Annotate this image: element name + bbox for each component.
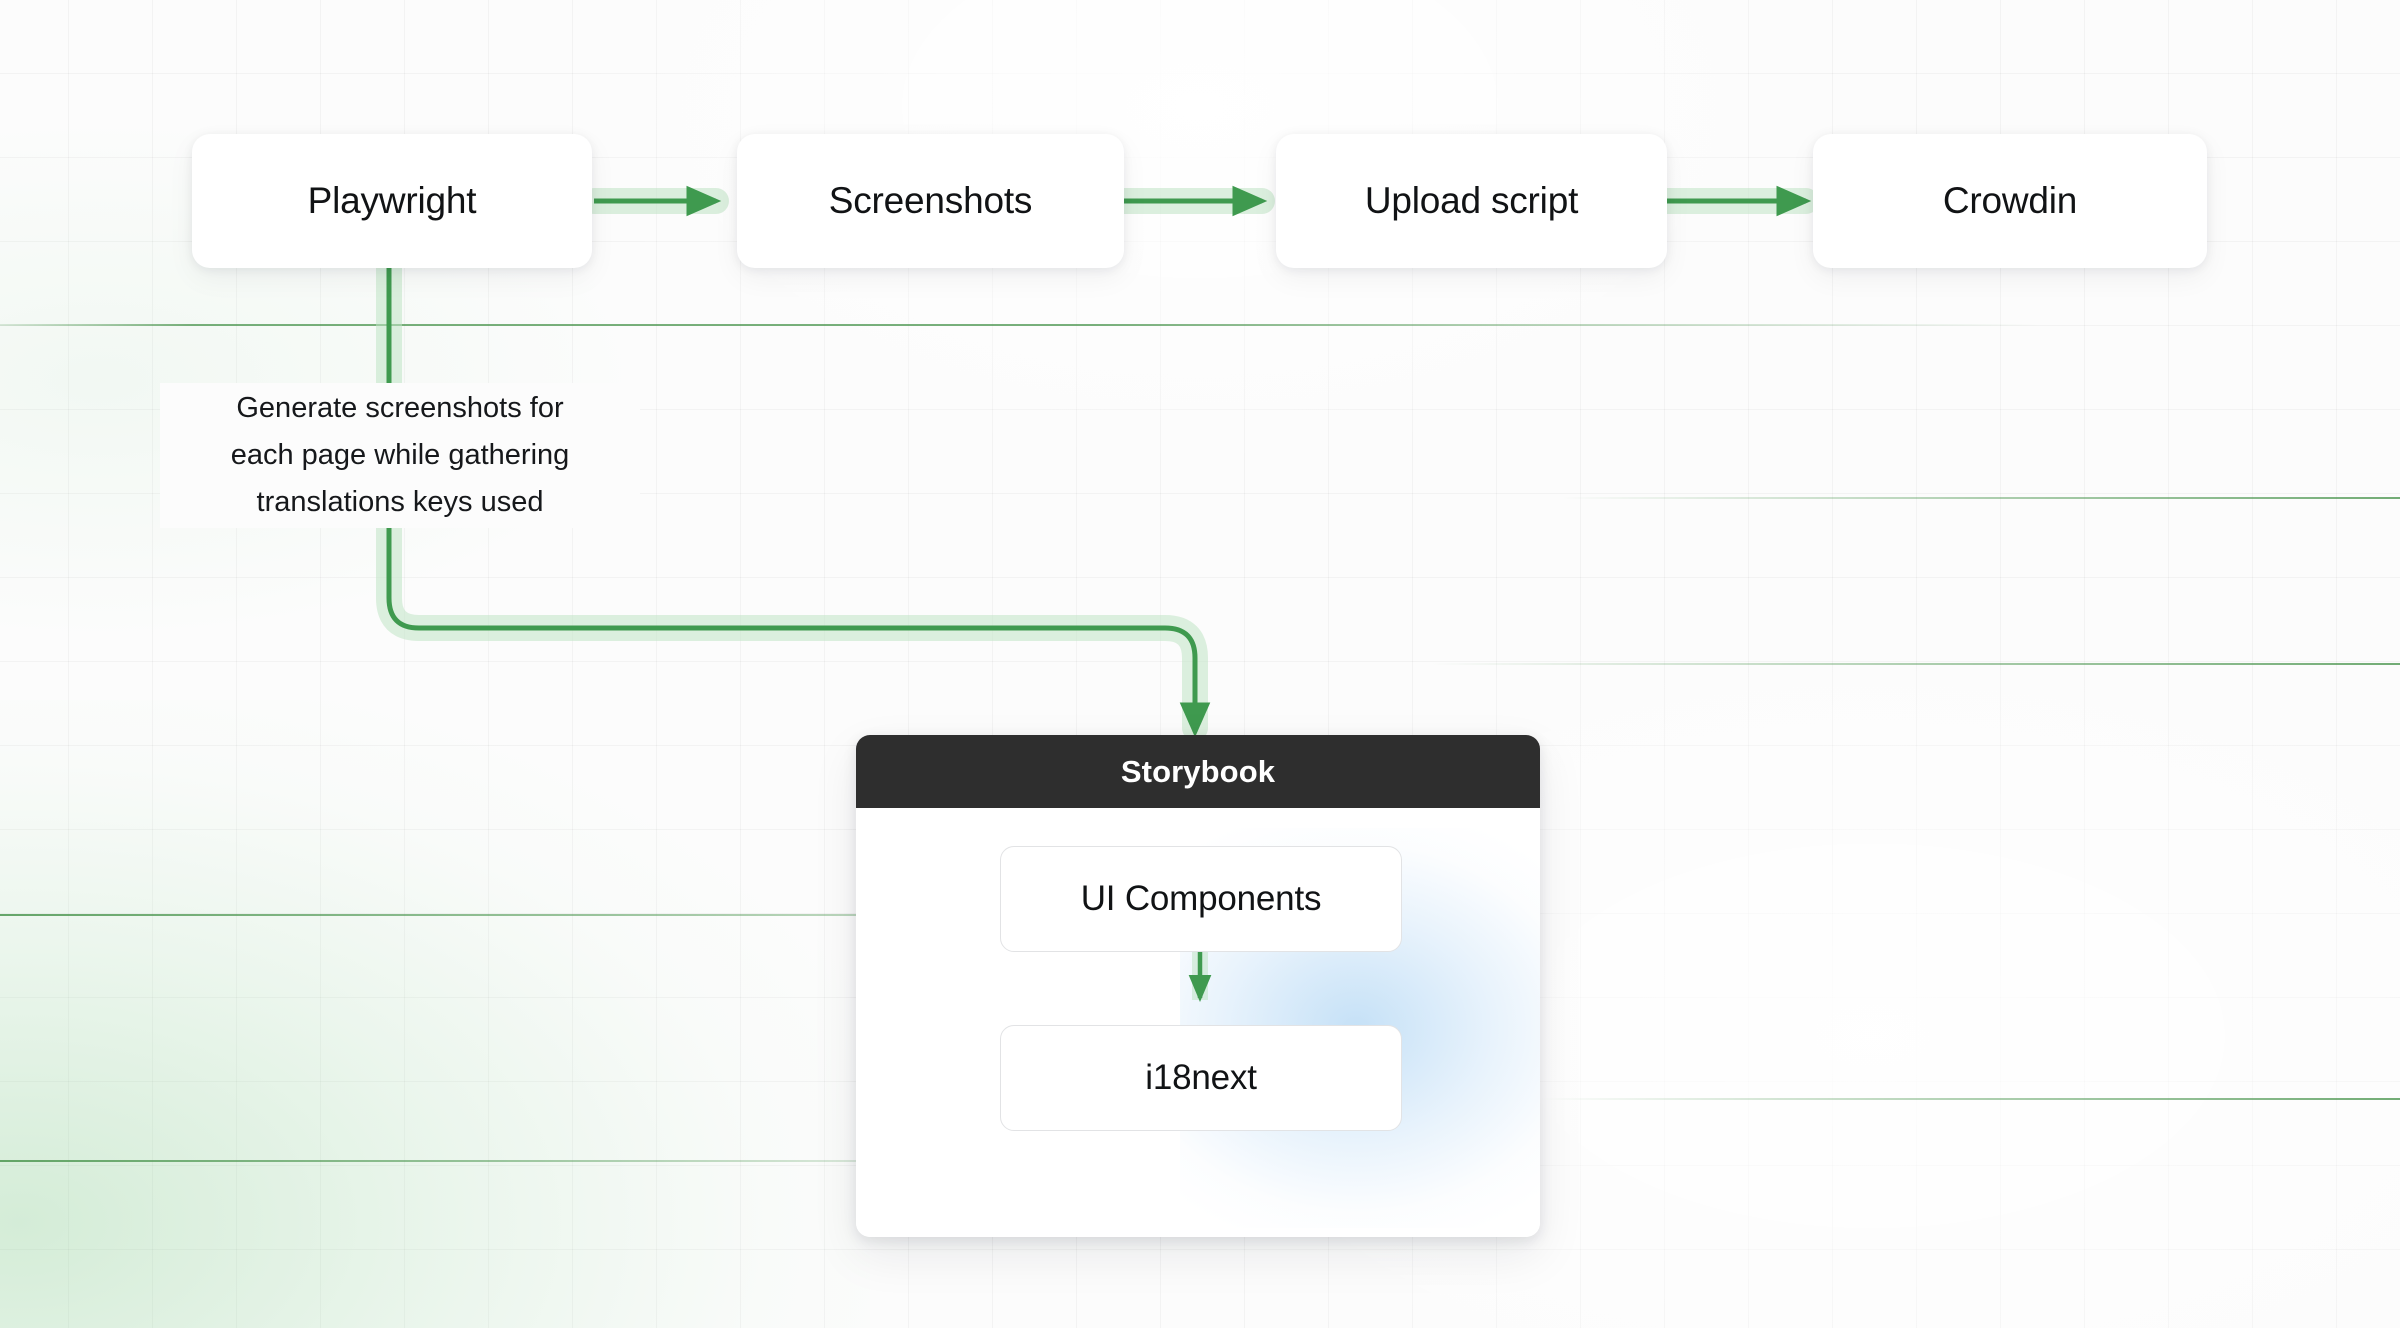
- panel-storybook[interactable]: Storybook UI Components i18next: [856, 735, 1540, 1237]
- panel-storybook-title: Storybook: [1120, 753, 1276, 789]
- node-screenshots[interactable]: Screenshots: [737, 134, 1124, 268]
- node-upload-script[interactable]: Upload script: [1276, 134, 1667, 268]
- panel-storybook-header: Storybook: [856, 735, 1540, 808]
- edge-caption-playwright-storybook: Generate screenshots for each page while…: [160, 383, 640, 528]
- node-playwright-label: Playwright: [307, 180, 477, 221]
- node-ui-components[interactable]: UI Components: [1000, 846, 1402, 952]
- node-ui-components-label: UI Components: [1080, 879, 1322, 918]
- node-crowdin-label: Crowdin: [1942, 180, 2078, 221]
- node-i18next[interactable]: i18next: [1000, 1025, 1402, 1131]
- node-i18next-label: i18next: [1145, 1058, 1257, 1097]
- panel-storybook-body: UI Components i18next: [856, 808, 1540, 1237]
- node-playwright[interactable]: Playwright: [192, 134, 592, 268]
- node-upload-script-label: Upload script: [1364, 180, 1579, 221]
- node-crowdin[interactable]: Crowdin: [1813, 134, 2207, 268]
- node-screenshots-label: Screenshots: [828, 180, 1033, 221]
